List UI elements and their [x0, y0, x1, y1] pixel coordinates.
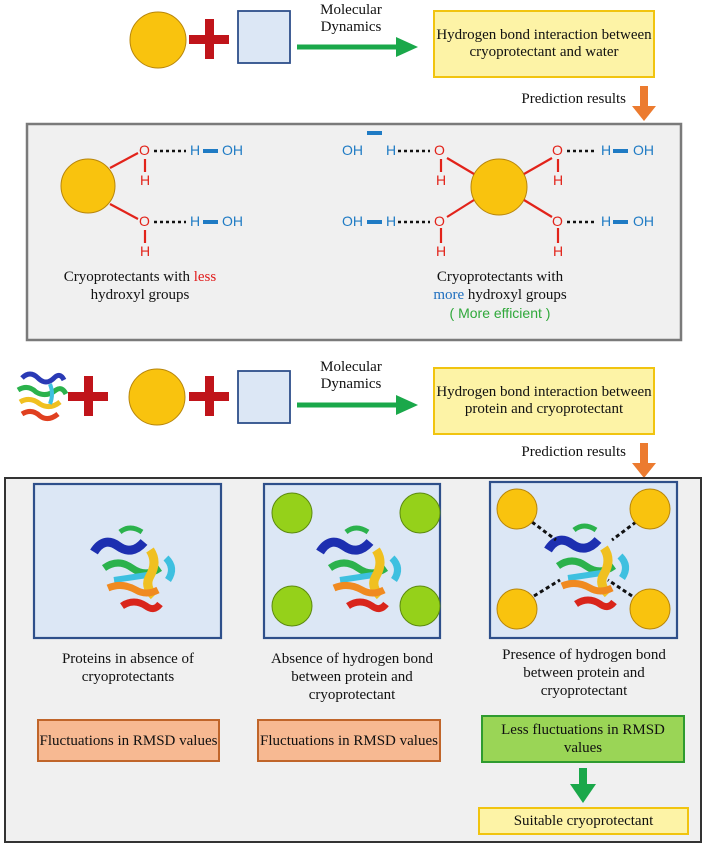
- cryoprotectant-circle: [128, 368, 186, 426]
- caption-text: Cryoprotectants with: [63, 269, 194, 285]
- yellow-cryo-balls: [496, 488, 671, 630]
- protein-structure: [316, 525, 401, 613]
- plus-icon: [68, 376, 108, 416]
- md-label-top: Molecular Dynamics: [320, 2, 382, 35]
- atom-O: O: [552, 213, 563, 229]
- suitable-cryoprotectant: Suitable cryoprotectant: [478, 807, 689, 835]
- atom-OH: OH: [342, 213, 363, 229]
- md-arrow: [297, 37, 418, 57]
- atom-H: H: [436, 172, 447, 188]
- atom-OH: OH: [633, 142, 654, 158]
- md-arrow: [297, 395, 418, 415]
- atom-H: H: [190, 213, 201, 229]
- caption-more-hydroxyl: Cryoprotectants with more hydroxyl group…: [405, 268, 595, 322]
- result-box-protein: Hydrogen bond interaction between protei…: [433, 367, 655, 435]
- atom-OH: OH: [222, 213, 243, 229]
- panel-hydroxyl: [25, 122, 683, 342]
- plus-icon: [189, 19, 229, 59]
- result-fluctuation-2: Fluctuations in RMSD values: [257, 719, 441, 762]
- prediction-arrow-2: [632, 443, 656, 478]
- atom-OH: OH: [222, 142, 243, 158]
- atom-H: H: [140, 172, 151, 188]
- hbond-lines: [531, 520, 637, 598]
- atom-H: H: [436, 243, 447, 259]
- plus-icon: [189, 376, 229, 416]
- cryo-molecule-right: [470, 158, 528, 216]
- green-cryo-balls: [271, 492, 441, 627]
- caption-hbond: Presence of hydrogen bond between protei…: [502, 647, 666, 699]
- protein-structure: [90, 525, 175, 613]
- water-square: [237, 10, 291, 64]
- atom-H: H: [601, 142, 612, 158]
- caption-highlight-more: more: [433, 287, 465, 303]
- atom-H: H: [553, 172, 564, 188]
- protein-structure: [544, 523, 629, 611]
- cryoprotectant-circle: [129, 11, 187, 69]
- result-box-water: Hydrogen bond interaction between cryopr…: [433, 10, 655, 78]
- more-efficient-note: ( More efficient ): [449, 305, 551, 321]
- caption-text: hydroxyl groups: [90, 287, 190, 303]
- final-arrow: [570, 768, 596, 803]
- atom-H: H: [553, 243, 564, 259]
- md-label-middle: Molecular Dynamics: [320, 359, 382, 392]
- atom-O: O: [552, 142, 563, 158]
- prediction-label-1: Prediction results: [521, 91, 626, 107]
- atom-O: O: [434, 142, 445, 158]
- water-square: [237, 370, 291, 424]
- protein-icon-small: [16, 371, 69, 422]
- atom-H: H: [386, 142, 397, 158]
- caption-text: Cryoprotectants with: [436, 269, 564, 285]
- atom-O: O: [434, 213, 445, 229]
- atom-OH: OH: [633, 213, 654, 229]
- cryo-molecule-left: [60, 158, 116, 214]
- result-fluctuation-1: Fluctuations in RMSD values: [37, 719, 220, 762]
- result-less-fluctuation: Less fluctuations in RMSD values: [481, 715, 685, 763]
- prediction-arrow-1: [632, 86, 656, 121]
- atom-H: H: [140, 243, 151, 259]
- atom-H: H: [386, 213, 397, 229]
- frame-protein-alone: [32, 482, 223, 640]
- prediction-label-2: Prediction results: [521, 444, 626, 460]
- caption-protein-alone: Proteins in absence of cryoprotectants: [61, 651, 195, 685]
- atom-H: H: [601, 213, 612, 229]
- caption-less-hydroxyl: Cryoprotectants with less hydroxyl group…: [40, 268, 240, 304]
- caption-text: hydroxyl groups: [464, 287, 567, 303]
- caption-highlight-less: less: [193, 269, 217, 285]
- atom-O: O: [139, 213, 150, 229]
- atom-O: O: [139, 142, 150, 158]
- atom-H: H: [190, 142, 201, 158]
- caption-no-hbond: Absence of hydrogen bond between protein…: [270, 651, 434, 703]
- atom-OH: OH: [342, 142, 363, 158]
